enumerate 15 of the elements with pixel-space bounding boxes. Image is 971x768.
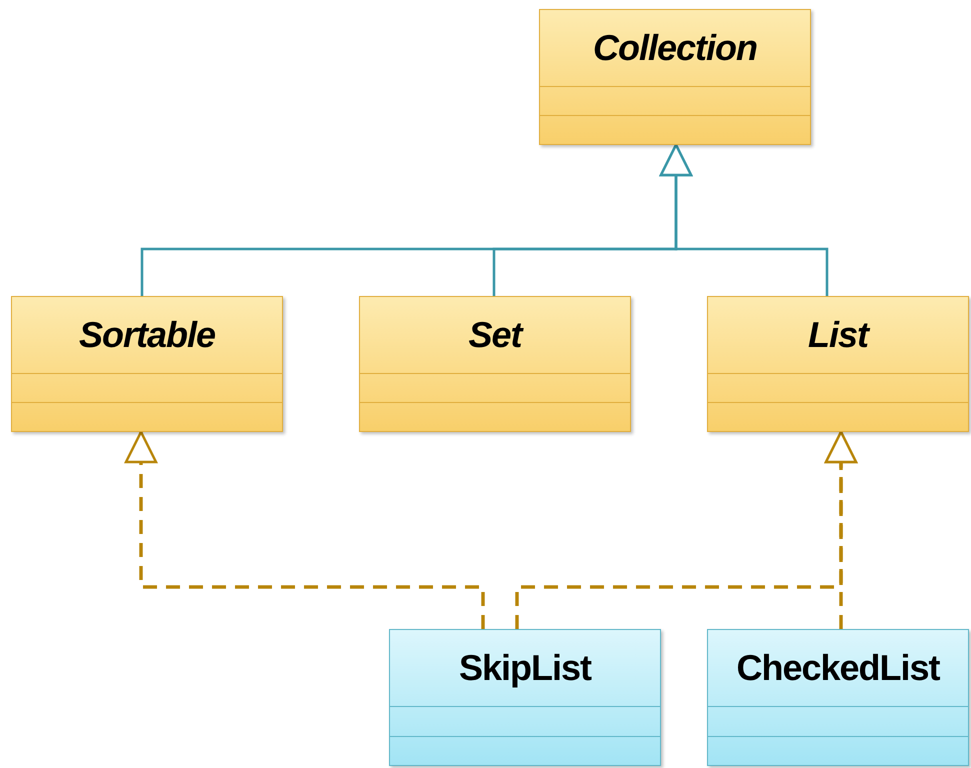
inheritance-arrow xyxy=(660,144,828,296)
class-box xyxy=(389,629,661,766)
class-box xyxy=(359,296,631,432)
class-box xyxy=(707,296,969,432)
class-name: Collection xyxy=(592,27,757,69)
realization-arrow xyxy=(824,430,858,629)
class-name: CheckedList xyxy=(736,647,940,689)
class-name: Set xyxy=(468,314,522,356)
class-box xyxy=(11,296,283,432)
class-name: List xyxy=(808,314,868,356)
realization-arrow xyxy=(124,430,485,629)
class-box xyxy=(707,629,969,766)
class-box xyxy=(539,9,811,145)
class-name: SkipList xyxy=(458,647,592,689)
class-name: Sortable xyxy=(78,314,216,356)
